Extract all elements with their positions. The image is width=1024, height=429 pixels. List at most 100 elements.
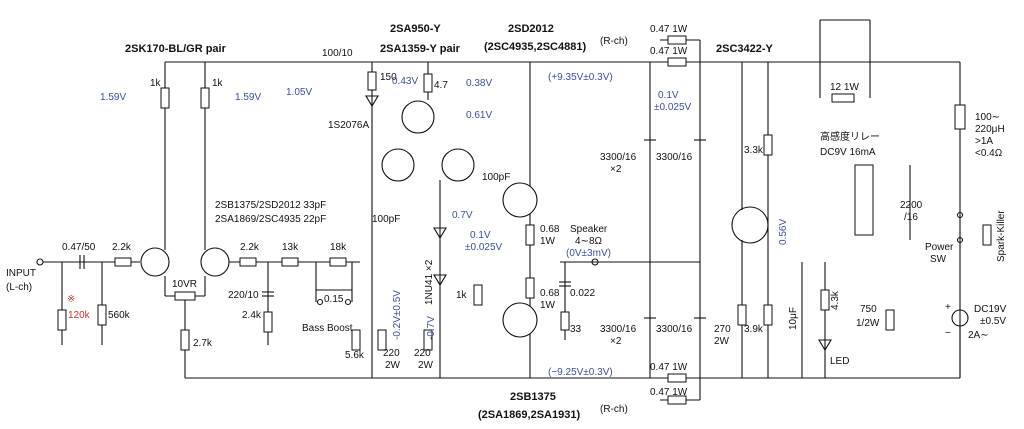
label-ind4: <0.4Ω	[975, 148, 1003, 159]
voltage-01a: 0.1V	[658, 90, 679, 101]
resistor-560k	[97, 304, 107, 326]
label-q-bot-sub: (2SA1869,2SA1931)	[478, 409, 580, 421]
output-transistor-top	[502, 182, 538, 218]
resistor-12	[831, 93, 855, 103]
label-r150: 150	[380, 72, 397, 83]
label-r220b: 220	[414, 348, 431, 359]
label-c3300-c2: ×2	[610, 336, 622, 347]
label-plus: +	[945, 302, 951, 313]
label-c3300-b: 3300/16	[656, 152, 693, 163]
bass-switch-a	[316, 298, 324, 306]
resistor-0-47-top-a	[667, 35, 687, 45]
label-c2200: 2200	[900, 200, 923, 211]
label-r39k: 3.9k	[744, 324, 764, 335]
power-switch-a	[956, 211, 964, 219]
label-dc: DC19V	[974, 304, 1007, 315]
spark-killer	[982, 224, 992, 246]
label-r-bot-a: 0.47 1W	[650, 362, 688, 373]
label-led: LED	[830, 356, 849, 367]
label-r18k: 18k	[330, 242, 347, 253]
voltage-01b2: ±0.025V	[465, 242, 503, 253]
label-r750-w: 1/2W	[856, 318, 880, 329]
resistor-0-47-bot-b	[667, 395, 687, 405]
resistor-1k-right	[200, 87, 210, 109]
voltage-159b: 1.59V	[235, 92, 261, 103]
label-r-top-b: 0.47 1W	[650, 46, 688, 57]
label-r12: 12 1W	[830, 82, 859, 93]
label-c2200-b: /16	[904, 212, 918, 223]
label-cap-047: 0.47/50	[62, 242, 96, 253]
label-r22k-a: 2.2k	[112, 242, 132, 253]
label-q-input: 2SK170-BL/GR pair	[125, 43, 227, 55]
resistor-1k-left	[160, 87, 170, 109]
label-r-bot-b: 0.47 1W	[650, 387, 688, 398]
label-r43k: 4.3k	[830, 290, 841, 310]
vas-transistor-a	[381, 148, 415, 182]
label-q-reg: 2SC3422-Y	[716, 43, 774, 55]
regulator-transistor	[731, 206, 769, 244]
bass-switch-b	[344, 298, 352, 306]
resistor-2-2k-input	[114, 257, 132, 267]
label-r560k: 560k	[108, 310, 131, 321]
label-cap-22: 2SA1869/2SC4935 22pF	[215, 214, 326, 225]
variable-resistor-10vr	[174, 291, 196, 301]
label-speaker: Speaker	[570, 224, 608, 235]
resistor-2-7k	[180, 329, 190, 351]
jfet-right	[200, 247, 230, 277]
label-bass: Bass Boost	[302, 323, 353, 334]
resistor-1k-bias	[473, 284, 483, 306]
label-c10uf: 10μF	[788, 307, 799, 330]
label-q-top: 2SD2012	[508, 23, 554, 35]
label-r1k: 1k	[456, 290, 468, 301]
label-c0022: 0.022	[570, 288, 595, 299]
label-r068b-w: 1W	[540, 300, 556, 311]
label-speaker-z: 4∼8Ω	[575, 236, 603, 247]
resistor-750	[885, 309, 895, 331]
label-input-ch: (L-ch)	[6, 282, 32, 293]
label-1s2076a: 1S2076A	[328, 120, 369, 131]
label-spark: Spark-Killer	[996, 210, 1007, 262]
resistor-0-68-a	[525, 224, 535, 246]
voltage-043: 0.43V	[392, 76, 418, 87]
output-transistor-bottom	[502, 302, 538, 338]
label-r220b-w: 2W	[418, 360, 434, 371]
label-r220a: 220	[383, 348, 400, 359]
label-c100: 100/10	[322, 48, 353, 59]
resistor-18k	[329, 257, 347, 267]
label-minus: −	[945, 328, 951, 339]
resistor-0-47-top-b	[667, 57, 687, 67]
resistor-2-2k-fb	[239, 257, 257, 267]
label-c3300-d: 3300/16	[656, 324, 693, 335]
power-switch-b	[956, 236, 964, 244]
label-r33k: 3.3k	[744, 145, 764, 156]
label-c3300-c: 3300/16	[600, 324, 637, 335]
label-sw: SW	[930, 254, 947, 265]
resistor-220-a	[377, 329, 387, 351]
label-c100pf-b: 100pF	[482, 172, 510, 183]
label-r47: 4.7	[434, 80, 448, 91]
label-r220a-w: 2W	[385, 360, 401, 371]
label-c220: 220/10	[228, 290, 259, 301]
vas-transistor-b	[441, 148, 475, 182]
label-rch-top: (R-ch)	[600, 36, 628, 47]
resistor-13k	[281, 257, 299, 267]
label-r13k: 13k	[282, 242, 299, 253]
diode-1s2076a	[365, 95, 379, 108]
label-r22k-b: 2.2k	[240, 242, 260, 253]
label-r068a-w: 1W	[540, 236, 556, 247]
label-ind3: >1A	[975, 136, 993, 147]
resistor-3-3k	[763, 134, 773, 156]
label-mark: ※	[67, 294, 75, 305]
label-relay-spec: DC9V 16mA	[820, 147, 876, 158]
label-c3300-a: 3300/16	[600, 152, 637, 163]
voltage-m925: (−9.25V±0.3V)	[548, 367, 613, 378]
resistor-150	[367, 71, 377, 91]
label-q-top-sub: (2SC4935,2SC4881)	[484, 41, 586, 53]
label-r27k: 2.7k	[193, 338, 213, 349]
jfet-left	[140, 247, 170, 277]
label-vr10: 10VR	[172, 279, 197, 290]
label-speaker-offset: (0V±3mV)	[566, 248, 611, 259]
resistor-120k	[57, 309, 67, 331]
